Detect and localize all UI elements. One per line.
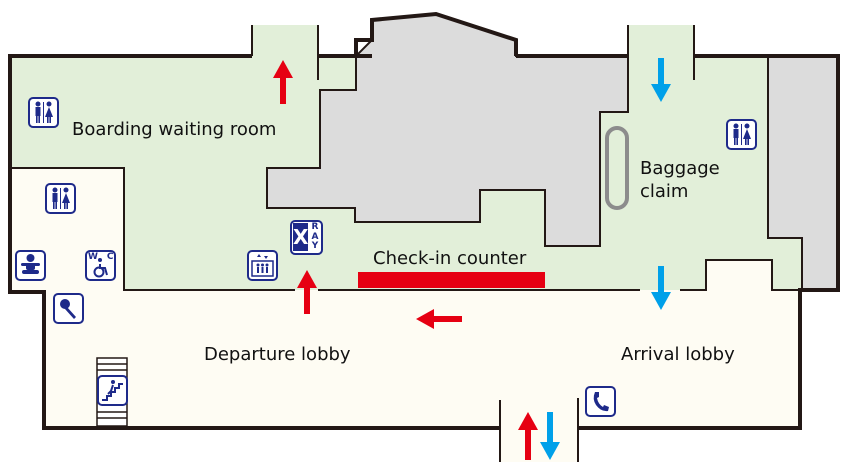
arrival-arrow-down-2 bbox=[651, 266, 671, 310]
arrival-arrow-down-3 bbox=[540, 412, 560, 460]
baby-care-icon bbox=[15, 250, 46, 281]
x-ray-x-mark: X bbox=[293, 223, 309, 251]
check-in-counter-label: Check-in counter bbox=[373, 248, 527, 269]
baggage-claim-label-2: claim bbox=[640, 181, 689, 202]
arrival-lobby-label: Arrival lobby bbox=[621, 344, 735, 365]
arrival-arrow-down-1 bbox=[651, 58, 671, 102]
departure-arrow-up-2 bbox=[297, 270, 317, 314]
restroom-icon bbox=[45, 183, 76, 214]
x-ray-text: RAY bbox=[311, 222, 319, 251]
restroom-icon bbox=[28, 97, 59, 128]
wc-text: WC bbox=[88, 252, 114, 262]
restroom-icon bbox=[726, 119, 757, 150]
departure-arrow-up-1 bbox=[273, 60, 293, 104]
departure-arrow-left bbox=[416, 309, 462, 329]
baggage-claim-label-1: Baggage bbox=[640, 158, 720, 179]
boarding-waiting-room-label: Boarding waiting room bbox=[72, 119, 277, 140]
locker-key-icon bbox=[53, 293, 84, 324]
outer-walls bbox=[8, 11, 840, 430]
baggage-carousel bbox=[605, 126, 629, 210]
elevator-icon bbox=[247, 250, 278, 281]
check-in-counter bbox=[358, 272, 545, 288]
departure-arrow-up-3 bbox=[518, 412, 538, 460]
telephone-icon bbox=[585, 386, 616, 417]
escalator-icon bbox=[97, 375, 128, 406]
accessible-toilet-icon: WC bbox=[85, 250, 116, 281]
departure-lobby-label: Departure lobby bbox=[204, 344, 351, 365]
x-ray-inspection-icon: X RAY bbox=[290, 220, 323, 255]
